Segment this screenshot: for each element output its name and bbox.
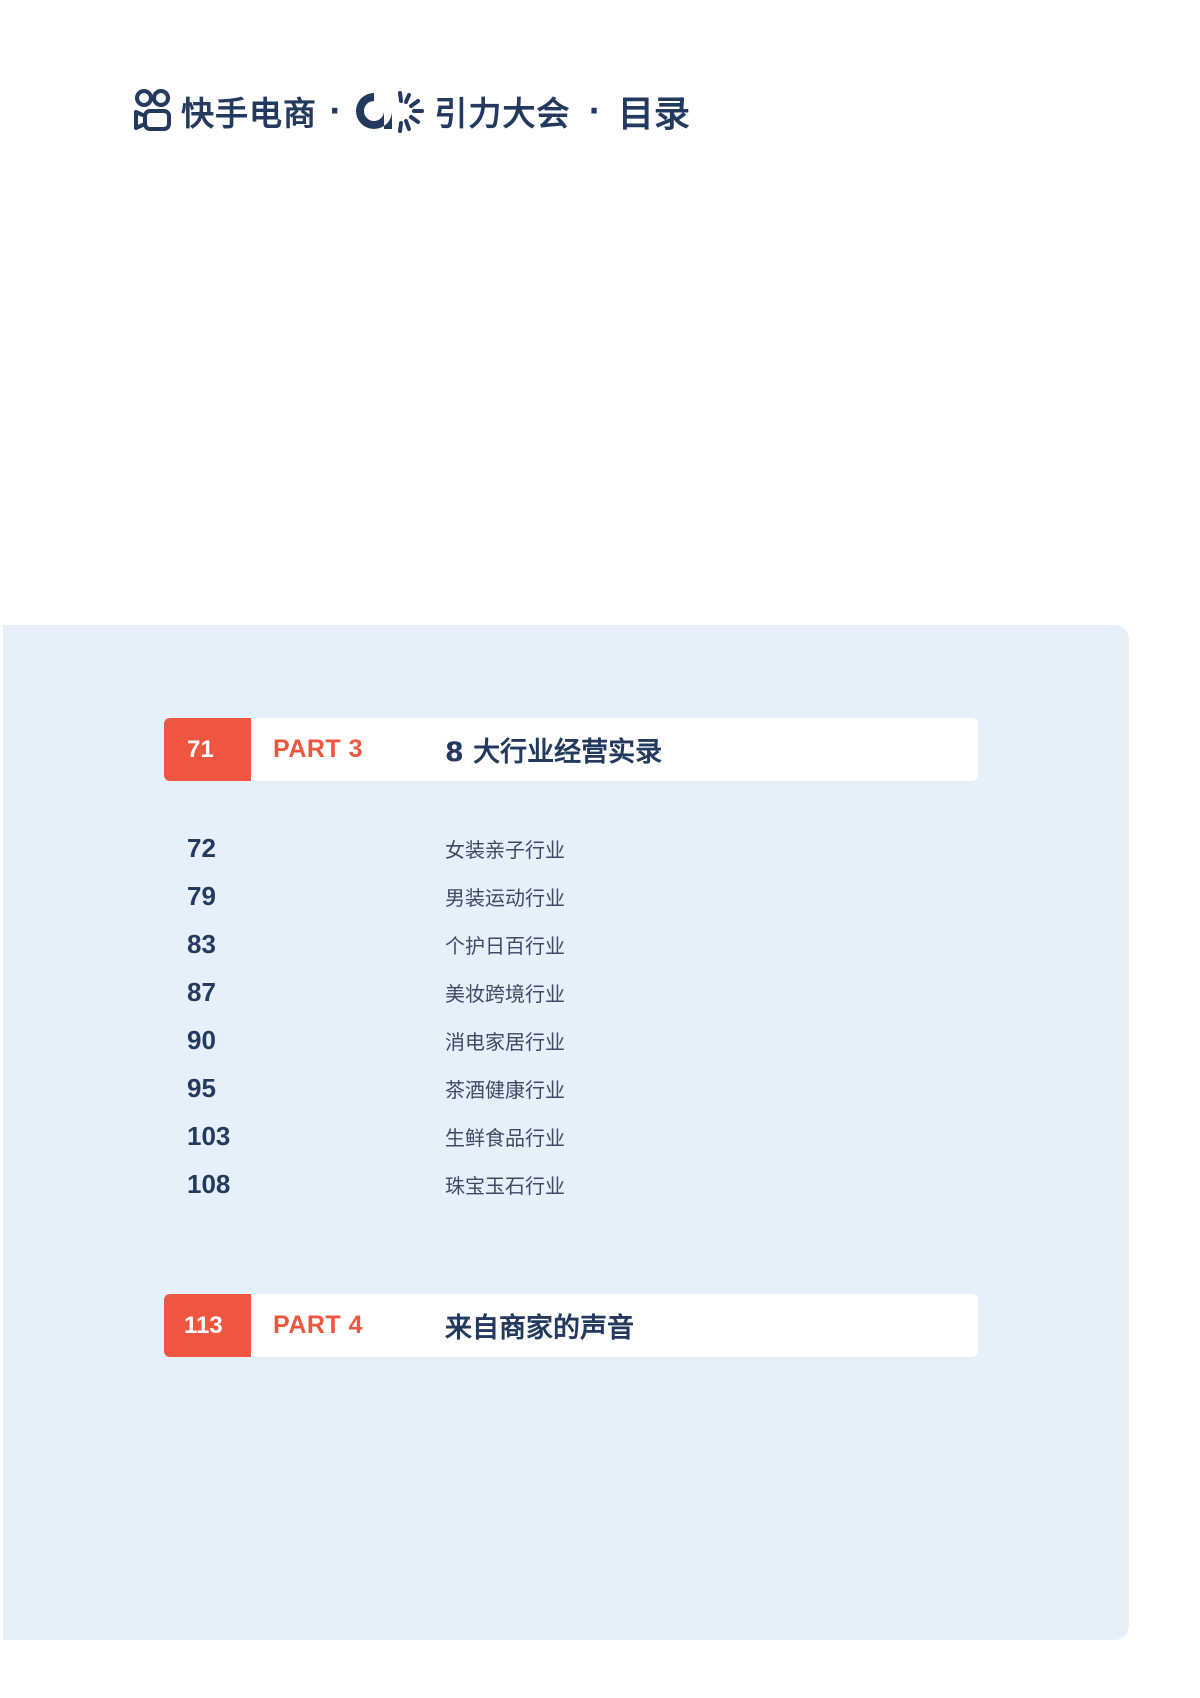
page-header: 快手电商 · 引力大会 · 目录 <box>133 88 690 135</box>
page-badge: 113 <box>164 1294 251 1357</box>
page-number: 90 <box>187 1024 216 1055</box>
entry-label: 茶酒健康行业 <box>445 1077 565 1102</box>
entry-label: 男装运动行业 <box>445 885 565 910</box>
part-title: 来自商家的声音 <box>445 1313 634 1344</box>
entry-label: 生鲜食品行业 <box>445 1125 565 1150</box>
toc-entry[interactable]: 72 女装亲子行业 <box>187 828 687 868</box>
page-number: 95 <box>187 1072 216 1103</box>
toc-entry[interactable]: 87 美妆跨境行业 <box>187 972 687 1012</box>
toc-entry[interactable]: 83 个护日百行业 <box>187 924 687 964</box>
part-title: 8 大行业经营实录 <box>445 737 663 768</box>
page-number: 108 <box>187 1168 231 1199</box>
toc-part-4[interactable]: 113 PART 4 来自商家的声音 <box>164 1294 978 1357</box>
page-number: 87 <box>187 976 216 1007</box>
toc-entry[interactable]: 90 消电家居行业 <box>187 1020 687 1060</box>
entry-label: 个护日百行业 <box>445 933 565 958</box>
page-number: 103 <box>187 1120 231 1151</box>
page-number: 79 <box>187 880 216 911</box>
separator-dot: · <box>329 93 341 129</box>
kuaishou-logo-icon <box>134 89 171 131</box>
brand-name: 快手电商 <box>181 94 317 133</box>
yinli-logo-icon <box>356 91 425 133</box>
toc-panel <box>3 625 1129 1640</box>
toc-entry[interactable]: 95 茶酒健康行业 <box>187 1068 687 1108</box>
entry-label: 女装亲子行业 <box>445 837 565 862</box>
entry-label: 美妆跨境行业 <box>445 981 565 1006</box>
event-name: 引力大会 <box>434 94 571 133</box>
toc-part-3[interactable]: 71 PART 3 8 大行业经营实录 <box>164 718 978 781</box>
section-title: 目录 <box>617 94 690 135</box>
entry-label: 消电家居行业 <box>445 1029 565 1054</box>
separator-dot: · <box>588 93 600 129</box>
part-label: PART 4 <box>273 1311 364 1339</box>
toc-entry[interactable]: 108 珠宝玉石行业 <box>187 1164 687 1204</box>
page-number: 72 <box>187 832 216 863</box>
page-badge: 71 <box>164 718 251 781</box>
toc-entry[interactable]: 103 生鲜食品行业 <box>187 1116 687 1156</box>
toc-entry[interactable]: 79 男装运动行业 <box>187 876 687 916</box>
page-number: 83 <box>187 928 216 959</box>
entry-label: 珠宝玉石行业 <box>445 1173 565 1198</box>
part-label: PART 3 <box>273 735 364 763</box>
